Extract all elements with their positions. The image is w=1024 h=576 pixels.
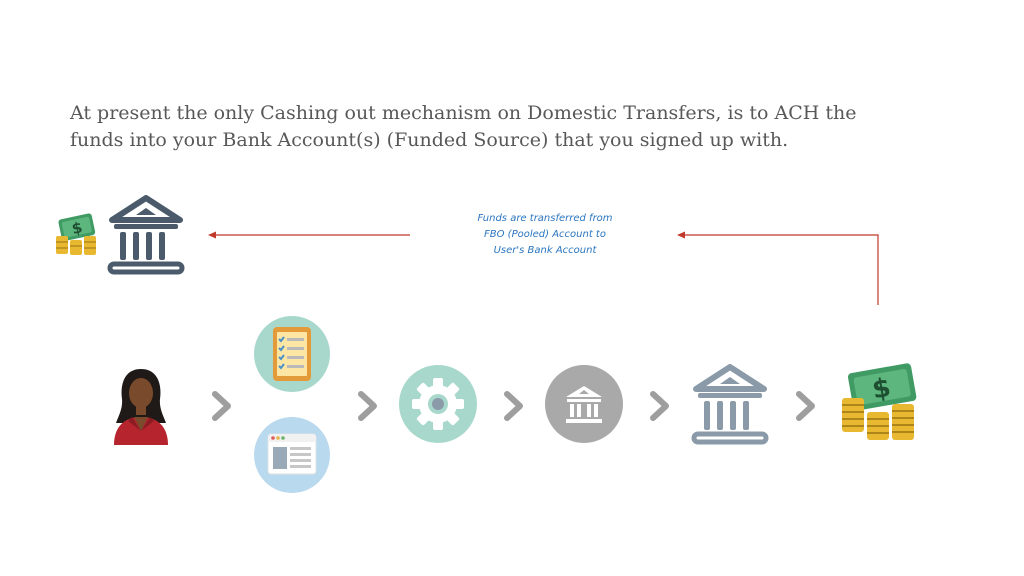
web-form-icon [254,417,330,493]
arrow-to-bank [208,231,410,239]
bank-circle-icon [545,365,623,443]
bank-outline-icon [691,364,769,445]
chevron-right-icon [212,391,231,421]
chevron-right-icon [504,391,523,421]
gear-icon [399,365,477,443]
tablet-checklist-icon [254,316,330,392]
money-icon: $ [56,213,96,255]
headline-text: At present the only Cashing out mechanis… [70,100,970,154]
headline-line-1: At present the only Cashing out mechanis… [70,102,857,124]
chevron-right-icon [796,391,815,421]
bank-icon [107,195,185,275]
svg-text:$: $ [70,218,84,238]
annotation-line-1: Funds are transferred from [477,213,613,224]
arrow-from-source [677,231,879,305]
headline-line-2: funds into your Bank Account(s) (Funded … [70,129,789,151]
svg-text:$: $ [870,373,893,406]
money-stack-icon: $ [842,363,917,440]
user-avatar-icon [114,369,168,445]
annotation-line-3: User's Bank Account [493,245,597,256]
chevron-right-icon [650,391,669,421]
transfer-annotation: Funds are transferred from FBO (Pooled) … [445,211,645,259]
annotation-line-2: FBO (Pooled) Account to [484,229,606,240]
chevron-right-icon [358,391,377,421]
